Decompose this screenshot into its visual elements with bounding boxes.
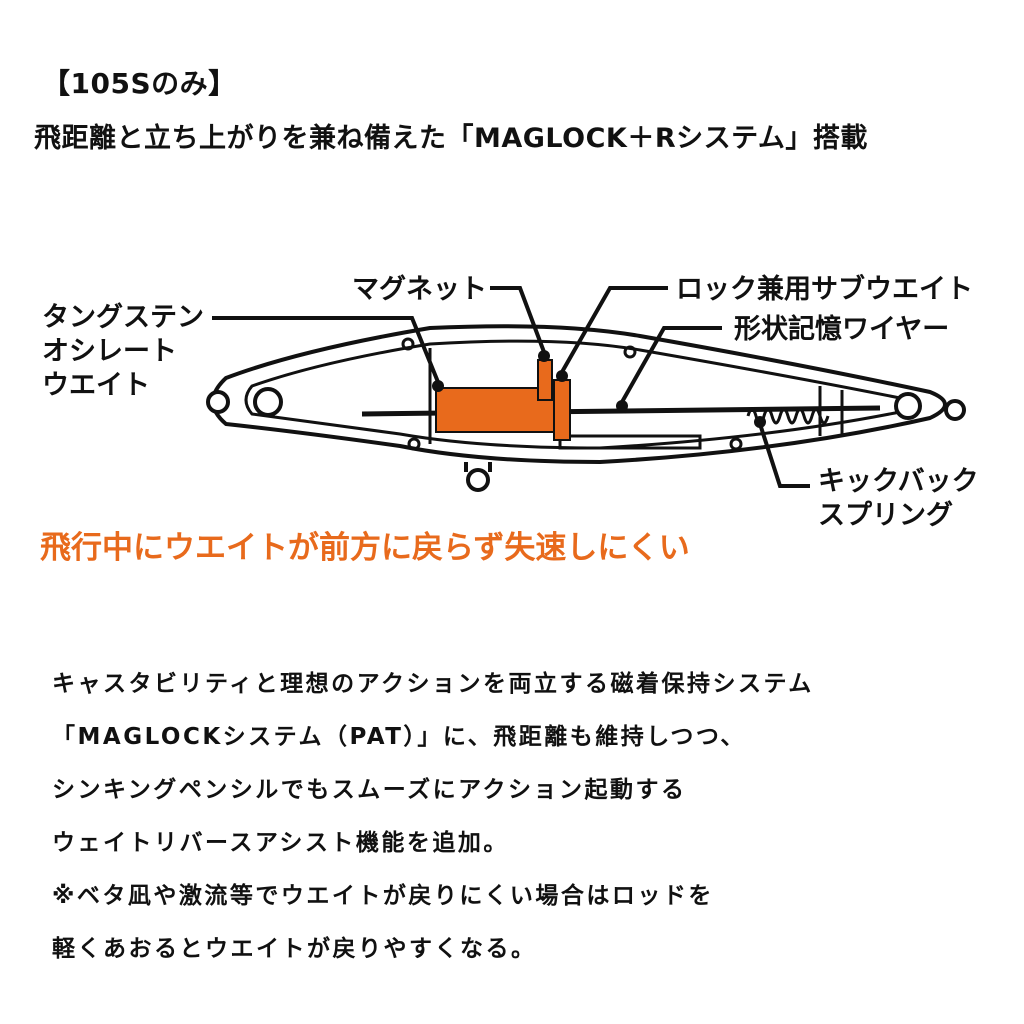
belly-hook-hanger: [464, 462, 492, 472]
label-lock-weight: ロック兼用サブウエイト: [676, 273, 973, 305]
headline: 飛距離と立ち上がりを兼ね備えた「MAGLOCK＋Rシステム」搭載: [34, 123, 868, 154]
description-line: キャスタビリティと理想のアクションを両立する磁着保持システム: [52, 671, 814, 697]
description-line: 「MAGLOCKシステム（PAT）」に、飛距離も維持しつつ、: [52, 724, 746, 750]
description-line: ウェイトリバースアシスト機能を追加。: [52, 830, 509, 856]
lure-body: [211, 324, 947, 464]
label-tungsten-2: オシレート: [42, 336, 177, 367]
internal-frame: [401, 337, 844, 451]
diagram-caption: 飛行中にウエイトが前方に戻らず失速しにくい: [40, 530, 690, 566]
label-spring-1: キックバック: [818, 466, 979, 497]
description-line: ※ベタ凪や激流等でウエイトが戻りにくい場合はロッドを: [52, 883, 714, 909]
label-spring-2: スプリング: [818, 499, 953, 531]
label-wire: 形状記憶ワイヤー: [734, 313, 949, 345]
description: キャスタビリティと理想のアクションを両立する磁着保持システム 「MAGLOCKシ…: [52, 658, 992, 976]
lure-diagram: タングステン オシレート ウエイト マグネット ロック兼用サブウエイト 形状記憶…: [40, 273, 979, 566]
magnet: [537, 359, 553, 401]
description-line: 軽くあおるとウエイトが戻りやすくなる。: [52, 936, 537, 962]
callout-lines: [212, 286, 810, 488]
description-line: シンキングペンシルでもスムーズにアクション起動する: [52, 777, 687, 803]
callout-dots: [432, 350, 766, 428]
model-note: 【105Sのみ】: [42, 67, 237, 100]
label-tungsten-1: タングステン: [42, 301, 204, 333]
label-tungsten-3: ウエイト: [42, 370, 150, 401]
label-magnet: マグネット: [352, 273, 487, 305]
line-eye: [206, 387, 966, 492]
lock-sub-weight: [553, 379, 571, 441]
